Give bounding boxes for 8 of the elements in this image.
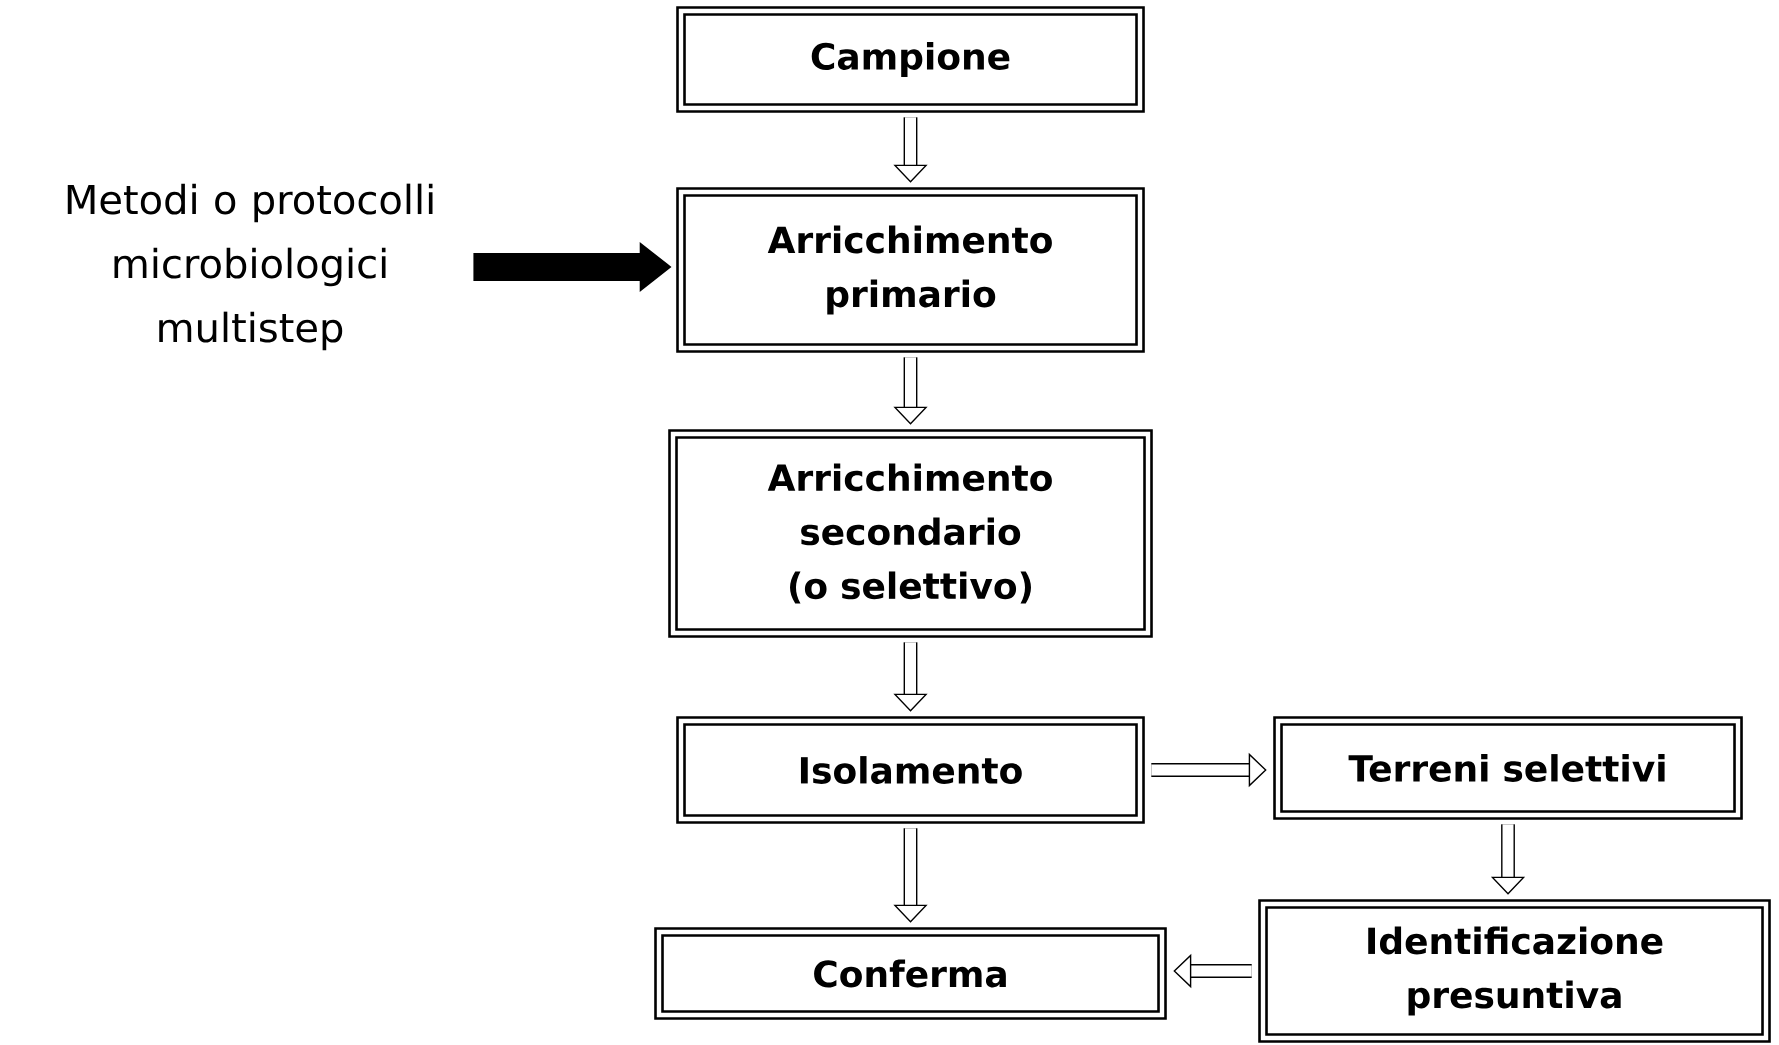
process-box: Campione [676, 6, 1145, 113]
process-box: Arricchimento secondario (o selettivo) [668, 429, 1153, 638]
process-box: Conferma [654, 927, 1167, 1020]
process-box: Isolamento [676, 716, 1145, 824]
process-box: Arricchimento primario [676, 187, 1145, 353]
process-box: Identificazione presuntiva [1258, 899, 1771, 1043]
process-box: Terreni selettivi [1273, 716, 1743, 820]
side-text: Metodi o protocolli microbiologici multistep [67, 183, 433, 351]
